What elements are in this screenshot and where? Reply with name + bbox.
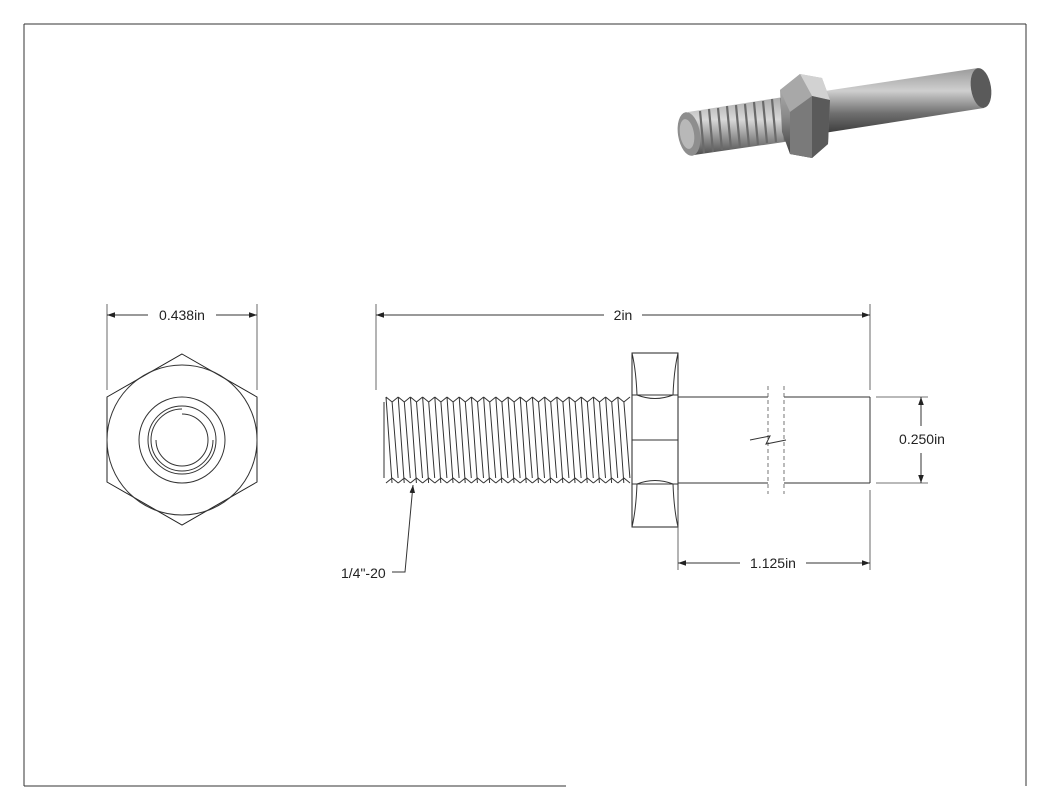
thread-callout-label: 1/4"-20 (341, 565, 386, 581)
end-view-thread-outer (147, 405, 217, 475)
dimension-hex-width: 0.438in (106, 304, 258, 390)
sheet-border (23, 23, 1027, 787)
thread-callout: 1/4"-20 (341, 484, 416, 581)
side-view-hex (631, 352, 679, 528)
dimension-hex-width-label: 0.438in (159, 307, 205, 323)
render-thread (677, 96, 798, 156)
end-view-thread-root (150, 408, 214, 472)
end-view: 0.438in (106, 304, 258, 526)
isometric-render (677, 68, 992, 158)
dimension-shank-length: 1.125in (677, 490, 871, 571)
thread-profile-lines (385, 396, 631, 484)
side-view-thread (382, 396, 632, 484)
dimension-shank-diameter-label: 0.250in (899, 431, 945, 447)
end-view-hexagon (106, 353, 258, 526)
dimension-overall-length: 2in (375, 304, 871, 390)
dimension-shank-diameter: 0.250in (876, 396, 945, 484)
dimension-shank-length-label: 1.125in (750, 555, 796, 571)
dimension-overall-length-label: 2in (614, 307, 633, 323)
render-shank (818, 68, 992, 133)
side-view-shank (678, 386, 871, 494)
end-view-chamfer-circle (106, 364, 258, 516)
side-view: 2in 0.250in 1.125in 1/4"-20 (341, 304, 945, 581)
end-view-shank-circle (138, 396, 226, 484)
render-hex (780, 74, 830, 158)
